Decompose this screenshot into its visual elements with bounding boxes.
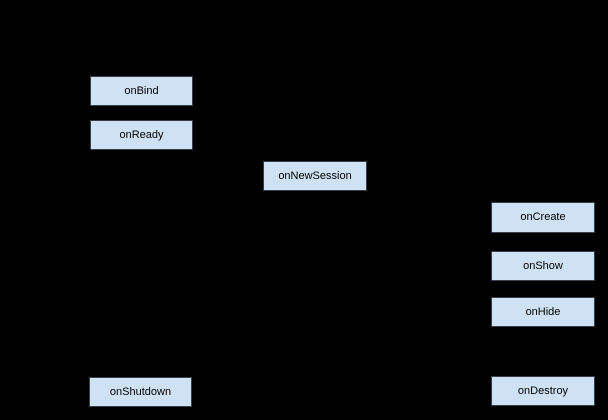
node-onready-label: onReady — [119, 128, 164, 141]
node-oncreate-label: onCreate — [520, 211, 566, 223]
node-onshow: onShow — [491, 251, 595, 281]
node-onnewsession: onNewSession — [263, 161, 367, 191]
node-onready: onReady — [90, 120, 193, 150]
node-onbind: onBind — [90, 76, 193, 106]
node-ondestroy-label: onDestroy — [517, 384, 569, 397]
node-onhide-label: onHide — [525, 305, 561, 318]
node-onshutdown: onShutdown — [89, 377, 192, 407]
node-onbind-label: onBind — [124, 84, 159, 97]
node-oncreate: onCreate — [491, 202, 595, 233]
node-onnewsession-label: onNewSession — [278, 169, 352, 182]
node-onshutdown-label: onShutdown — [109, 385, 172, 398]
node-onhide: onHide — [491, 297, 595, 327]
node-onshow-label: onShow — [523, 259, 563, 272]
node-ondestroy: onDestroy — [491, 376, 595, 406]
